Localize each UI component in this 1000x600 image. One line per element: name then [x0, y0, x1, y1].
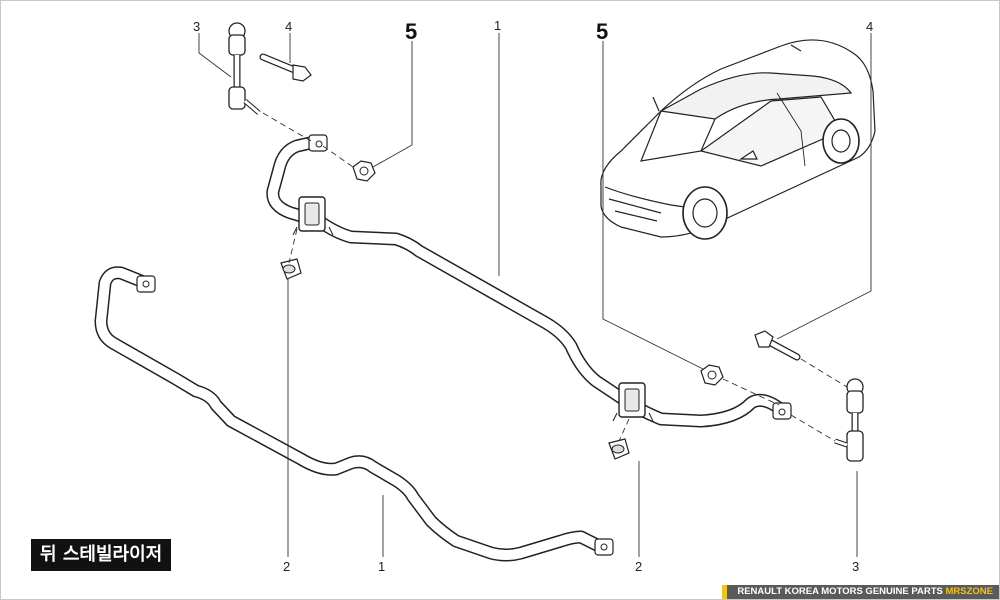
stabilizer-link-right [834, 378, 864, 462]
nut-left [352, 160, 376, 182]
callout-5-right: 5 [596, 19, 608, 44]
leader-4-right [776, 33, 872, 340]
callout-3-left: 3 [193, 19, 200, 34]
footer-brand: MRSZONE [945, 586, 994, 597]
bushing-clamp-upper-left [292, 196, 334, 236]
assembly-line-bushing-left [288, 228, 298, 264]
bolt-right [754, 330, 801, 361]
assembly-line-nut-left [322, 145, 354, 168]
bushing-left [280, 258, 302, 280]
assembly-line-bushing-right [618, 418, 630, 442]
callout-3-right: 3 [852, 559, 859, 574]
callout-5-left: 5 [405, 19, 417, 44]
nut-right [700, 364, 724, 386]
footer-banner: RENAULT KOREA MOTORS GENUINE PARTS MRSZO… [722, 585, 999, 599]
diagram-title-badge: 뒤 스테빌라이저 [31, 539, 172, 571]
stabilizer-bar-lower [94, 266, 614, 562]
callout-4-left: 4 [285, 19, 292, 34]
callout-2-left: 2 [283, 559, 290, 574]
vehicle-illustration [600, 39, 876, 240]
callout-1-top: 1 [494, 18, 501, 33]
assembly-line-nut-right [722, 378, 780, 406]
stabilizer-bar-upper [266, 134, 792, 428]
footer-text: RENAULT KOREA MOTORS GENUINE PARTS [737, 586, 943, 597]
callout-4-right: 4 [866, 19, 873, 34]
leader-3-left [198, 33, 232, 78]
bushing-clamp-upper-right [612, 382, 654, 422]
callout-1-bottom: 1 [378, 559, 385, 574]
leader-5-right [602, 41, 704, 370]
assembly-line-bolt-right [800, 358, 848, 388]
bolt-left [259, 53, 312, 82]
bushing-right [608, 438, 630, 460]
stabilizer-link-left [228, 22, 261, 115]
leader-5-left [372, 41, 413, 168]
assembly-line-link-left [262, 112, 312, 142]
callout-2-right: 2 [635, 559, 642, 574]
assembly-line-link-right [790, 414, 836, 442]
